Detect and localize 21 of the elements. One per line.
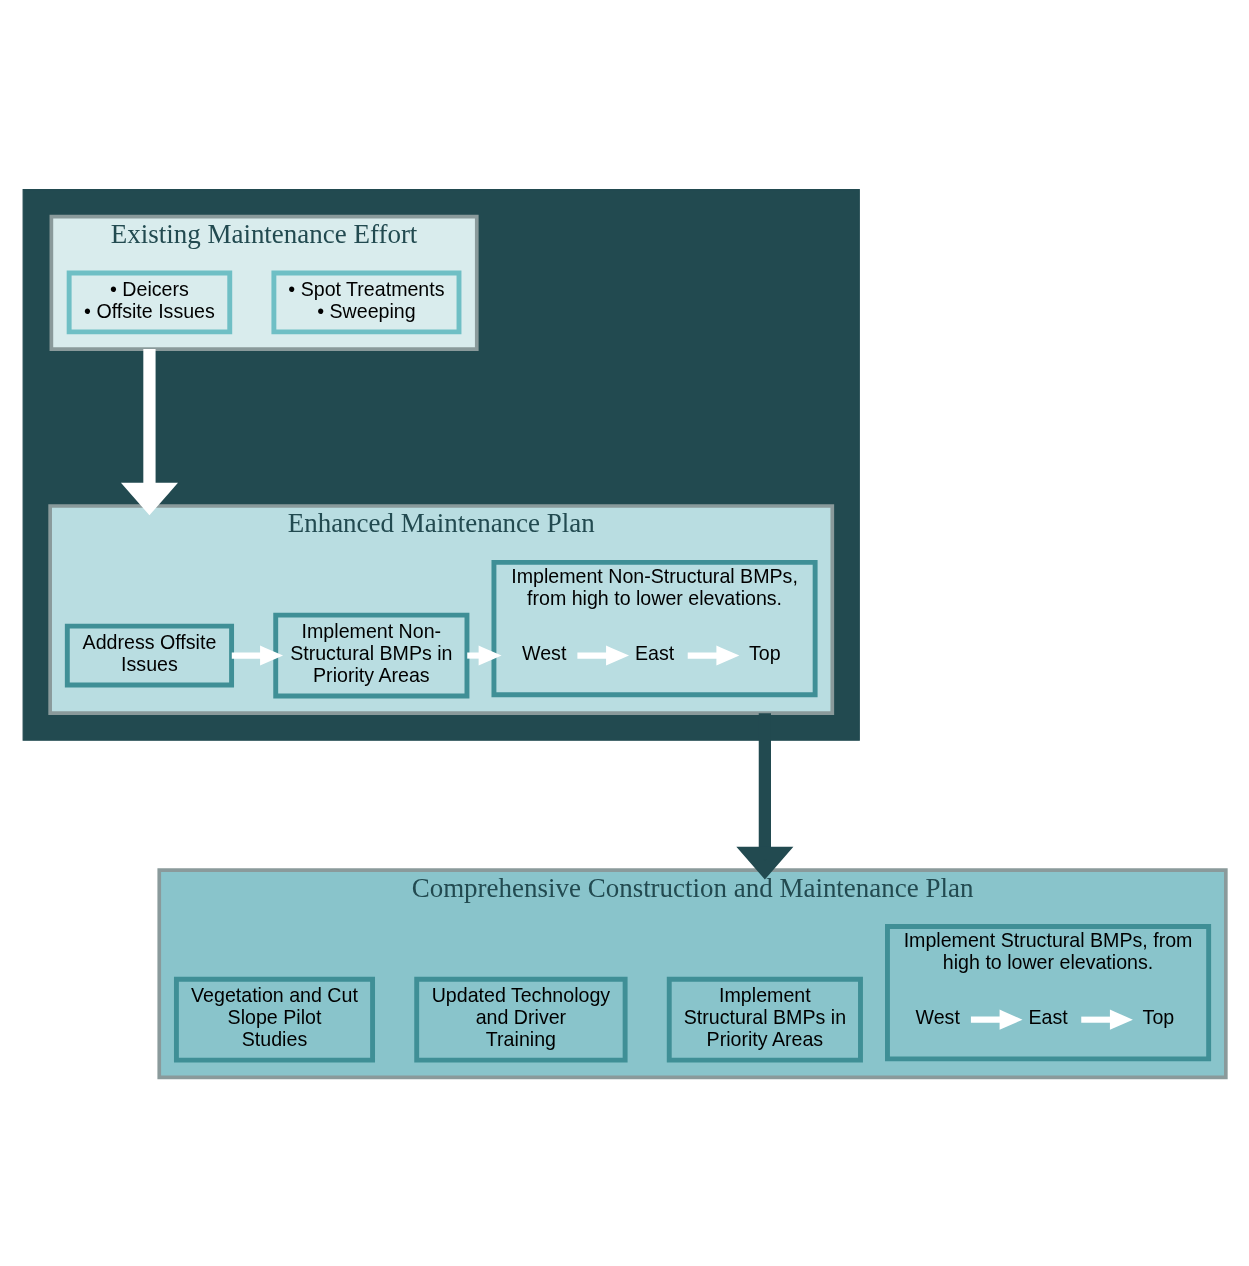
node-text: West xyxy=(522,641,567,664)
arrow xyxy=(736,712,794,879)
node-text: West xyxy=(915,1005,960,1028)
node-text: Top xyxy=(749,641,781,664)
arrow xyxy=(970,1009,1023,1030)
node-box: Implement Non-Structural BMPs in Priority Areas xyxy=(273,612,470,698)
node-box: • Deicers • Offsite Issues xyxy=(66,270,233,334)
arrow xyxy=(120,348,178,515)
arrow xyxy=(687,645,740,666)
arrow xyxy=(1081,1009,1133,1030)
node-box: Address Offsite Issues xyxy=(64,623,235,687)
arrow xyxy=(231,645,284,666)
node-text: East xyxy=(1028,1005,1068,1028)
node-box: • Spot Treatments • Sweeping xyxy=(271,270,462,334)
node-box: Updated Technology and Driver Training xyxy=(414,976,628,1063)
node-box: Implement Structural BMPs in Priority Areas xyxy=(666,976,863,1063)
node-box: Vegetation and Cut Slope Pilot Studies xyxy=(173,976,375,1063)
arrow xyxy=(577,645,630,666)
node-text: East xyxy=(634,641,675,664)
cluster xyxy=(22,188,860,741)
node-text: Top xyxy=(1142,1005,1175,1028)
